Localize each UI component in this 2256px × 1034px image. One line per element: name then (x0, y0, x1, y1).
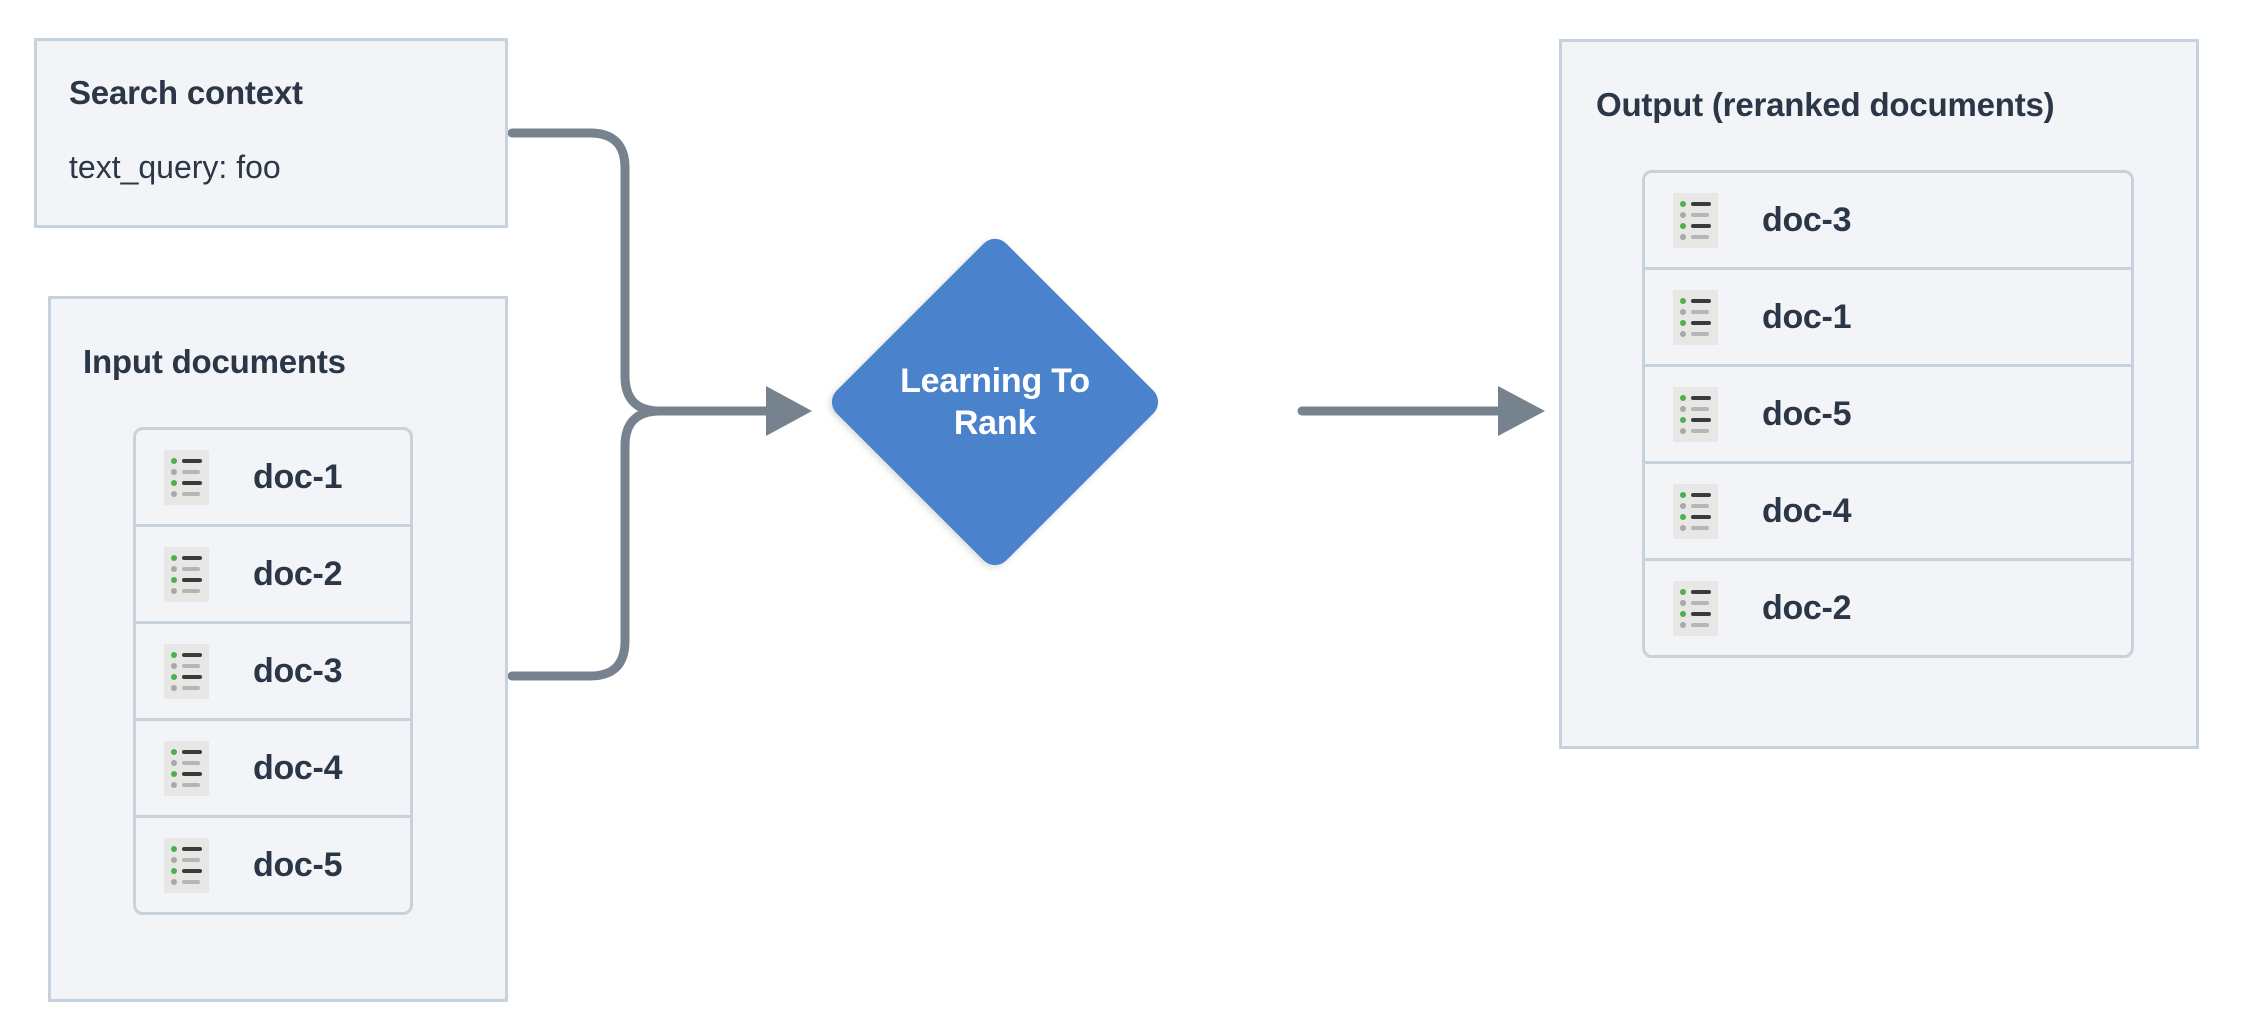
input-document-row[interactable]: doc-4 (133, 718, 413, 818)
output-document-label: doc-2 (1762, 588, 1852, 627)
input-document-label: doc-4 (253, 748, 343, 787)
output-document-label: doc-3 (1762, 200, 1852, 239)
output-panel-title: Output (reranked documents) (1596, 86, 2055, 123)
document-list-icon (1673, 289, 1718, 345)
output-document-row[interactable]: doc-3 (1642, 170, 2134, 270)
output-document-row[interactable]: doc-4 (1642, 461, 2134, 561)
output-document-row[interactable]: doc-1 (1642, 267, 2134, 367)
input-document-row[interactable]: doc-1 (133, 427, 413, 527)
learning-to-rank-node[interactable]: Learning To Rank (825, 232, 1165, 572)
output-document-row[interactable]: doc-2 (1642, 558, 2134, 658)
search-context-query: text_query: foo (69, 149, 281, 186)
output-document-label: doc-5 (1762, 394, 1852, 433)
arrowhead-into-ltr (766, 386, 812, 436)
document-list-icon (164, 449, 209, 505)
input-document-label: doc-3 (253, 651, 343, 690)
input-document-row[interactable]: doc-5 (133, 815, 413, 915)
search-context-panel: Search context text_query: foo (34, 38, 508, 228)
input-document-label: doc-5 (253, 845, 343, 884)
input-document-label: doc-2 (253, 554, 343, 593)
diamond-shape (825, 232, 1165, 572)
document-list-icon (164, 546, 209, 602)
input-document-label: doc-1 (253, 457, 343, 496)
input-documents-panel: Input documents doc-1 doc-2 (48, 296, 508, 1002)
document-list-icon (1673, 192, 1718, 248)
document-list-icon (1673, 580, 1718, 636)
output-document-list: doc-3 doc-1 doc-5 (1642, 170, 2134, 658)
input-document-list: doc-1 doc-2 doc-3 (133, 427, 413, 915)
input-documents-title: Input documents (83, 343, 346, 380)
document-list-icon (164, 740, 209, 796)
input-document-row[interactable]: doc-2 (133, 524, 413, 624)
output-document-row[interactable]: doc-5 (1642, 364, 2134, 464)
document-list-icon (1673, 386, 1718, 442)
input-document-row[interactable]: doc-3 (133, 621, 413, 721)
search-context-title: Search context (69, 74, 303, 111)
connector-search-context-to-ltr (507, 128, 773, 416)
document-list-icon (1673, 483, 1718, 539)
connector-input-documents-to-ltr (507, 406, 773, 681)
output-document-label: doc-4 (1762, 491, 1852, 530)
output-panel: Output (reranked documents) doc-3 (1559, 39, 2199, 749)
document-list-icon (164, 837, 209, 893)
output-document-label: doc-1 (1762, 297, 1852, 336)
document-list-icon (164, 643, 209, 699)
arrowhead-into-output (1498, 386, 1545, 436)
